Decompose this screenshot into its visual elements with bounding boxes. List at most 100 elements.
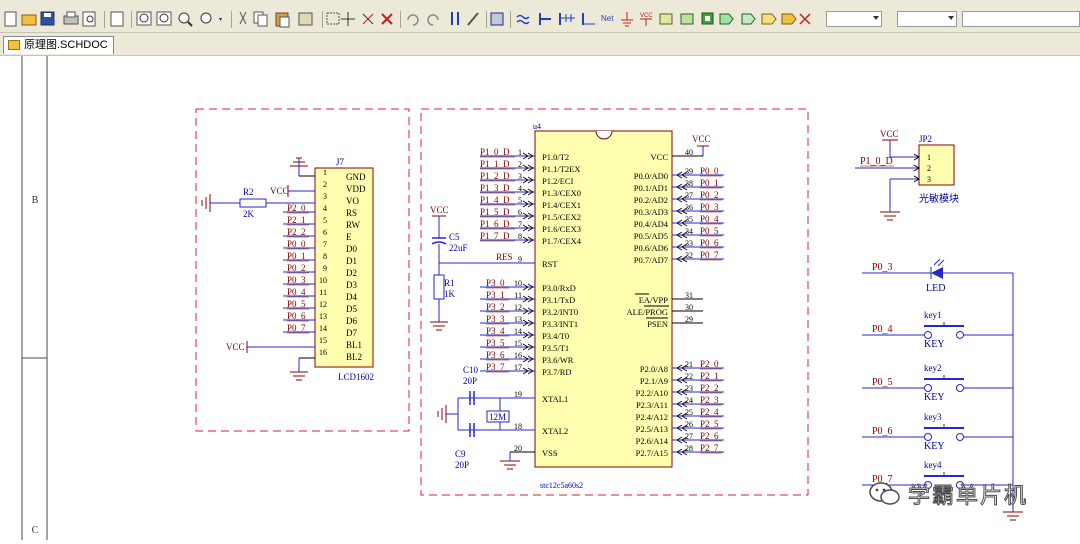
deselect-icon[interactable]	[362, 13, 374, 25]
mcu-right-pin-name: P2.5/A13	[636, 424, 668, 434]
tab-schematic-document[interactable]: 原理图.SCHDOC	[3, 36, 114, 54]
key-contact	[924, 384, 932, 392]
cut-icon[interactable]	[239, 11, 247, 25]
crystal-body	[486, 410, 510, 423]
zone-label-b: B	[32, 195, 39, 206]
zoom-area-icon[interactable]	[136, 11, 152, 26]
mcu-right-net-label: P2_1	[700, 371, 719, 381]
mcu-right-net-label: P2_7	[700, 443, 719, 453]
lcd-pin-number: 9	[323, 264, 327, 273]
filter-combo-2[interactable]	[897, 11, 957, 27]
lcd-pin-number: 16	[319, 348, 327, 357]
mcu-left-pin-name: P3.2/INT0	[542, 307, 578, 317]
pin-arrow-icon	[676, 219, 688, 227]
mcu-left-pin-name: P1.7/CEX4	[542, 236, 582, 246]
bus-icon[interactable]	[539, 13, 551, 25]
mcu-right-pin-name: P0.7/AD7	[634, 255, 668, 265]
mcu-left-pin-name: P1.4/CEX1	[542, 200, 581, 210]
undo-icon[interactable]	[407, 14, 419, 26]
c5-plate-bottom	[431, 241, 447, 245]
cross-icon[interactable]	[781, 13, 811, 25]
mcu-right-pin-name: P0.1/AD1	[634, 183, 668, 193]
zoom-fit-icon[interactable]	[156, 11, 172, 26]
key-designator: key1	[924, 310, 942, 320]
no-erc-icon[interactable]	[761, 13, 777, 25]
mcu-left-pin-name: P1.3/CEX0	[542, 188, 581, 198]
open-icon[interactable]	[21, 14, 37, 26]
netlabel-text-icon[interactable]: Net	[601, 14, 614, 23]
key-designator: key4	[924, 460, 942, 470]
lcd-pin-name: BL1	[346, 340, 362, 350]
mcu-right-pin-number: 25	[685, 408, 693, 417]
bus-entry-icon[interactable]	[559, 13, 575, 25]
paste-icon[interactable]	[275, 12, 290, 28]
new-icon[interactable]	[4, 11, 17, 27]
pin-arrow-icon	[522, 367, 534, 375]
save-icon[interactable]	[40, 11, 55, 26]
mcu-right-pin-number: 35	[685, 215, 693, 224]
lcd-net-label: P2_1	[287, 215, 306, 225]
led-light-arrow-2	[937, 259, 945, 267]
filter-combo[interactable]	[826, 11, 882, 27]
mcu-right-pin-number: 24	[685, 396, 693, 405]
led-net-label: P0_3	[872, 262, 893, 273]
r2-body	[239, 198, 267, 208]
mcu-right-pin-name: P0.0/AD0	[634, 171, 668, 181]
pin-arrow-icon	[522, 283, 534, 291]
port-icon[interactable]	[719, 13, 734, 25]
mcu-left-net-label: P1_1_D	[480, 159, 510, 169]
zoom-dropdown-icon[interactable]	[200, 12, 222, 24]
mcu-left-pin-name: P3.7/RD	[542, 367, 572, 377]
copy-icon[interactable]	[253, 11, 268, 27]
hierarchy-icon[interactable]	[451, 12, 459, 25]
part-icon[interactable]	[659, 13, 673, 25]
rubber-stamp-icon[interactable]	[298, 12, 313, 26]
menu-bar[interactable]	[0, 0, 1080, 8]
lcd-pin-name: RW	[346, 220, 361, 230]
mcu-right-pin-name: P0.5/AD5	[634, 231, 668, 241]
mcu-left-net-label: P1_5_D	[480, 207, 510, 217]
library-icon[interactable]	[490, 12, 504, 26]
pin-arrow-icon	[676, 243, 688, 251]
print-preview-icon[interactable]	[82, 11, 96, 27]
sheet-entry-icon[interactable]	[701, 12, 714, 25]
print-icon[interactable]	[63, 11, 79, 25]
mcu-right-pin-number: 37	[685, 191, 693, 200]
vcc-power-icon[interactable]: VCC	[640, 13, 653, 26]
lcd-net-label: P0_4	[287, 287, 306, 297]
mcu-left-pin-number: 6	[518, 208, 522, 217]
ground-icon	[1003, 511, 1023, 521]
report-icon[interactable]	[110, 11, 124, 27]
mcu-left-pin-name: P3.3/INT1	[542, 319, 578, 329]
move-icon[interactable]	[341, 12, 355, 26]
mcu-right-pin-number: 34	[685, 227, 693, 236]
wire-icon[interactable]	[516, 14, 530, 25]
pin-arrow-icon	[522, 152, 534, 160]
key-comment: KEY	[924, 392, 945, 403]
net-label-icon[interactable]	[582, 13, 595, 25]
pin-arrow-icon	[522, 224, 534, 232]
mcu-left-pin-name: P3.6/WR	[542, 355, 574, 365]
mcu-left-pin-number: 12	[514, 303, 522, 312]
mcu-right-pin-name: ALE/PROG	[626, 307, 668, 317]
lcd-pin-number: 10	[319, 276, 327, 285]
filter-combo-3[interactable]	[962, 11, 1080, 27]
directive-icon[interactable]	[741, 13, 756, 25]
select-area-icon[interactable]	[326, 12, 340, 25]
ground-icon	[437, 405, 447, 423]
mcu-right-pin-number: 36	[685, 203, 693, 212]
pin-arrow-icon	[522, 319, 534, 327]
clear-filter-icon[interactable]	[381, 13, 393, 25]
mcu-left-pin-number: 13	[514, 315, 522, 324]
redo-icon[interactable]	[427, 14, 439, 26]
lcd-pin-name: D1	[346, 256, 357, 266]
mcu-right-pin-name: VCC	[651, 152, 669, 162]
ground-power-icon[interactable]	[621, 12, 633, 27]
probe-icon[interactable]	[467, 12, 479, 26]
mcu-right-net-label: P0_3	[700, 202, 719, 212]
sheet-symbol-icon[interactable]	[680, 13, 694, 25]
lcd-pins: GND1VDD2VO3RS4P2_0RW5P2_1E6P2_2D07P0_0D1…	[283, 168, 366, 362]
mcu-left-pin-number: 14	[514, 327, 522, 336]
zoom-icon[interactable]	[178, 12, 193, 27]
